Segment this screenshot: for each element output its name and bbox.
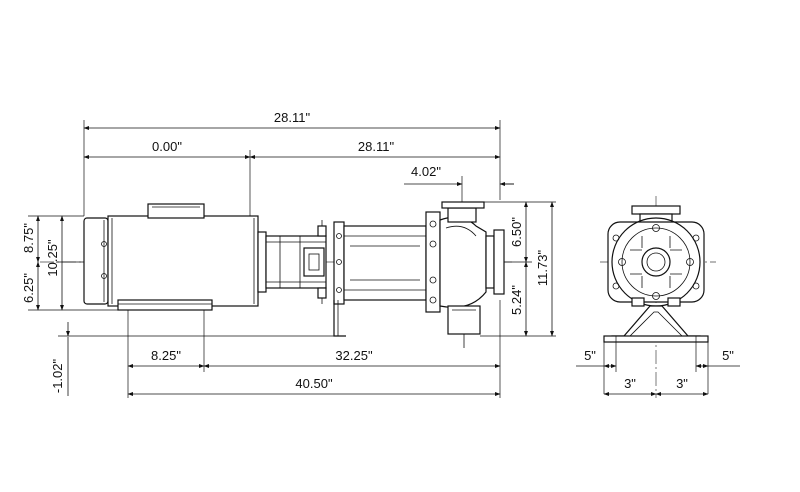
dim-overall-base-length: 40.50" <box>127 376 501 396</box>
dim-label-motor-height-upper: 8.75" <box>21 223 36 253</box>
dim-motor-offset: 0.00" <box>83 139 251 159</box>
dim-label-motor-height-total: 10.25" <box>45 239 60 277</box>
dim-label-suction-height: 5.24" <box>509 285 524 315</box>
dim-overall-length-top: 28.11" <box>83 110 501 130</box>
dim-label-motor-height-lower: 6.25" <box>21 273 36 303</box>
motor <box>83 203 259 311</box>
dim-label-end-offset-right: 5" <box>722 348 734 363</box>
dim-foot-spacing-left: 8.25" <box>127 348 205 368</box>
dim-label-foot-spacing-right: 32.25" <box>335 348 373 363</box>
dim-overall-height: 11.73" <box>535 201 554 337</box>
dim-base-offset: -1.02" <box>50 322 334 396</box>
dim-end-offset-right: 5" <box>695 348 740 368</box>
dim-label-end-half-right: 3" <box>676 376 688 391</box>
dim-pump-span: 28.11" <box>249 139 501 159</box>
dim-end-half-left: 3" <box>603 376 657 396</box>
dim-label-discharge-height: 6.50" <box>509 217 524 247</box>
dim-flange-offset: 4.02" <box>404 164 514 186</box>
dim-label-overall-base-length: 40.50" <box>295 376 333 391</box>
dim-end-half-right: 3" <box>655 376 709 396</box>
dim-foot-spacing-right: 32.25" <box>203 348 501 368</box>
dim-motor-height-upper: 8.75" <box>21 215 40 263</box>
dim-suction-height: 5.24" <box>509 261 528 337</box>
dim-label-end-offset-left: 5" <box>584 348 596 363</box>
dim-motor-height-total: 10.25" <box>45 215 64 311</box>
dim-end-offset-left: 5" <box>576 348 617 368</box>
coupling-adapter <box>257 220 327 304</box>
dim-label-overall-length-top: 28.11" <box>274 110 311 125</box>
end-view-base <box>603 305 709 343</box>
dim-label-overall-height: 11.73" <box>535 250 550 287</box>
bracket <box>333 221 427 337</box>
dim-label-base-offset: -1.02" <box>50 358 65 393</box>
end-view: 5" 5" 3" 3" <box>576 196 740 398</box>
dim-label-end-half-left: 3" <box>624 376 636 391</box>
dim-label-flange-offset: 4.02" <box>411 164 441 179</box>
dim-label-pump-span: 28.11" <box>358 139 395 154</box>
dim-label-motor-offset: 0.00" <box>152 139 182 154</box>
pump-casing <box>425 201 505 348</box>
dim-discharge-height: 6.50" <box>509 201 528 263</box>
dim-motor-height-lower: 6.25" <box>21 261 40 311</box>
end-view-pump <box>607 205 705 307</box>
side-view: 28.11" 0.00" 28.11" 4.02" 8.75" 10.25" <box>21 110 556 398</box>
dim-label-foot-spacing-left: 8.25" <box>151 348 181 363</box>
